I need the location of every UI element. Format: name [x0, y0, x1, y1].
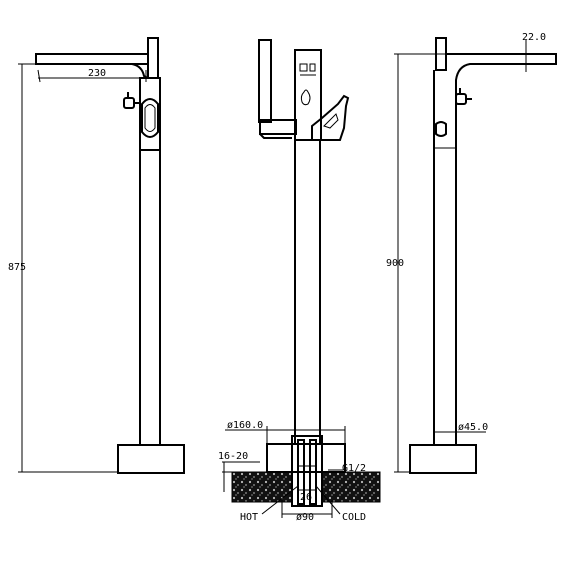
pipe-diameter-dimension: ø45.0	[434, 422, 488, 433]
spout-thickness-label: 22.0	[522, 32, 546, 43]
handshower-tube	[258, 39, 272, 123]
cold-label: COLD	[342, 512, 366, 523]
base-flange	[266, 443, 346, 473]
left-base	[117, 444, 185, 474]
floor-gravel-right	[321, 471, 381, 503]
left-knob	[123, 97, 135, 109]
left-height-label: 875	[8, 262, 26, 273]
right-height-dimension: 900	[386, 53, 446, 473]
spout-thickness-dimension: 22.0	[520, 32, 546, 72]
spout-length-dimension: 230	[37, 68, 147, 83]
front-top-block	[294, 49, 322, 141]
pipe-spacing-label: 26	[300, 492, 312, 503]
right-base	[409, 444, 477, 474]
left-handle	[141, 98, 159, 138]
hot-label: HOT	[240, 512, 258, 523]
thread-label: G1/2	[342, 463, 366, 474]
floor-gravel-left	[231, 471, 293, 503]
right-spout	[446, 53, 557, 92]
left-top-tube	[147, 37, 159, 79]
left-spout	[35, 53, 149, 65]
floor-depth-label: 16-20	[218, 451, 248, 462]
pipe-diameter-label: ø45.0	[458, 422, 488, 433]
installation-section: ø160.0 16-20 G1/2 26 ø90 HOT COLD	[218, 420, 381, 523]
right-side-view: 22.0 900 ø45.0	[386, 32, 557, 474]
install-sleeve	[291, 435, 323, 507]
left-height-dimension: 875	[8, 63, 118, 473]
sleeve-diameter-label: ø90	[296, 512, 314, 523]
right-knob	[455, 93, 467, 105]
left-side-view: 230 875	[8, 37, 185, 474]
right-height-label: 900	[386, 258, 404, 269]
front-drop-mark	[300, 89, 311, 106]
right-handle	[435, 121, 447, 137]
spout-length-label: 230	[88, 68, 106, 79]
front-lever-handle	[311, 94, 350, 141]
front-view: ø160.0 16-20 G1/2 26 ø90 HOT COLD	[218, 39, 381, 523]
base-diameter-label: ø160.0	[227, 420, 263, 431]
